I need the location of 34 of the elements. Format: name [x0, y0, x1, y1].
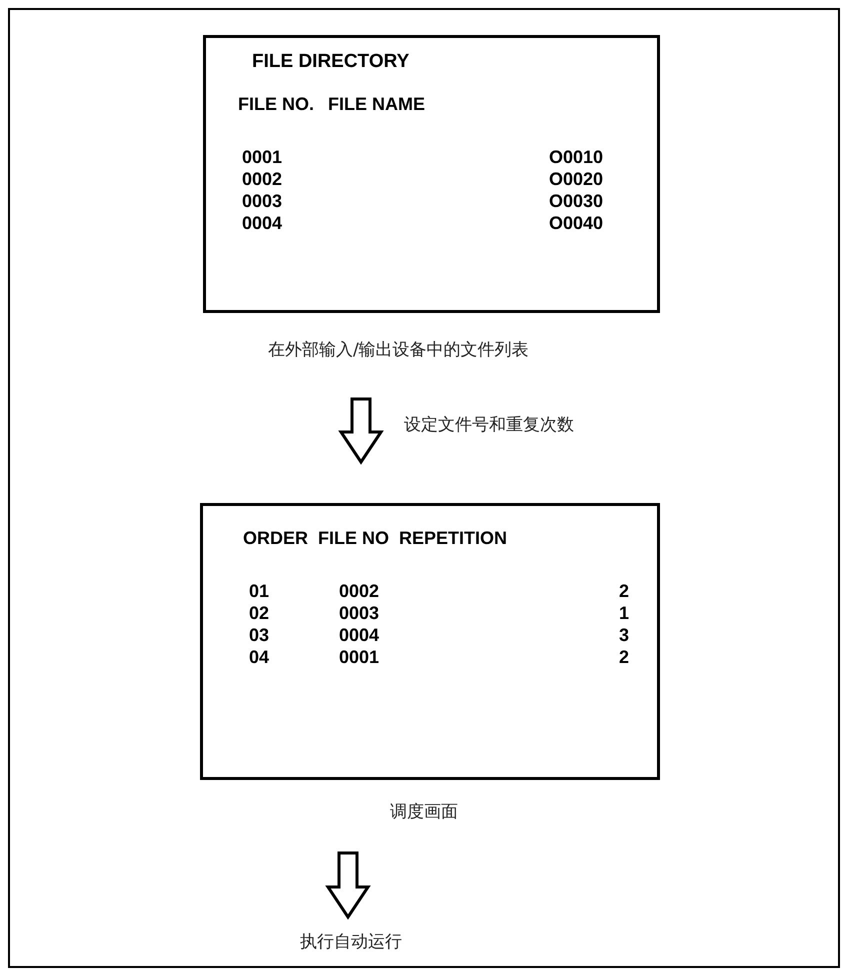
table-cell-text: 2 [618, 646, 629, 668]
screen-panel [203, 35, 660, 313]
table-cell-text: 0002 [242, 168, 284, 190]
column-header: REPETITION [399, 527, 508, 550]
table-cell-text: 04 [249, 646, 270, 668]
title-text: FILE DIRECTORY [252, 50, 410, 74]
table-cell-text: 0003 [339, 602, 380, 624]
table-cell-text: O0040 [549, 212, 604, 234]
edge-label: 设定文件号和重复次数 [404, 414, 574, 436]
table-cell-text: 1 [618, 602, 629, 624]
block-arrow [338, 398, 384, 465]
screen-panel [200, 503, 660, 780]
table-cell-text: 0004 [242, 212, 284, 234]
screen-caption: 调度画面 [390, 801, 458, 823]
table-cell-text: O0030 [549, 190, 604, 212]
table-cell-text: 0003 [242, 190, 284, 212]
column-header: ORDER [243, 527, 308, 550]
table-cell-text: 0001 [339, 646, 380, 668]
step-text: 执行自动运行 [300, 930, 402, 953]
table-cell-text: 01 [249, 580, 270, 602]
table-cell-text: 0004 [339, 624, 380, 646]
column-header: FILE NAME [328, 93, 425, 116]
table-cell-text: O0020 [549, 168, 604, 190]
column-header: FILE NO. [238, 93, 314, 116]
table-cell-text: 02 [249, 602, 270, 624]
table-cell-text: 0002 [339, 580, 380, 602]
block-arrow [325, 852, 371, 920]
column-header: FILE NO [318, 527, 390, 550]
table-cell-text: 0001 [242, 146, 284, 168]
table-cell-text: O0010 [549, 146, 604, 168]
table-cell-text: 03 [249, 624, 270, 646]
screen-caption: 在外部输入/输出设备中的文件列表 [268, 339, 529, 361]
table-cell-text: 3 [618, 624, 629, 646]
table-cell-text: 2 [618, 580, 629, 602]
